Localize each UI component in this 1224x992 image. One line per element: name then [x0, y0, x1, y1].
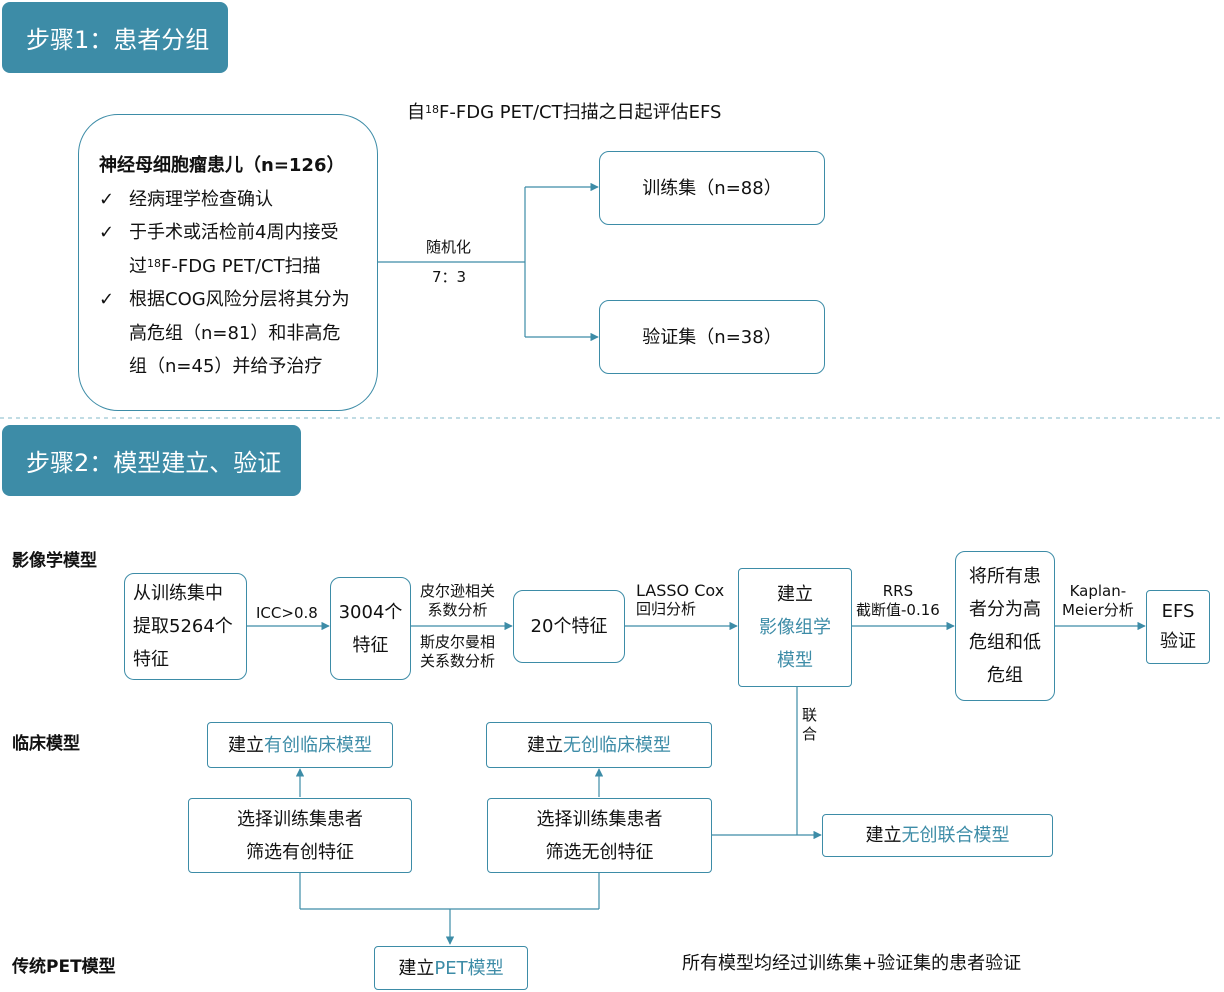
imaging-model-label: 影像学模型	[12, 551, 97, 571]
radiomics-model-box: 建立 影像组学 模型	[738, 568, 852, 687]
select-noninvasive-box: 选择训练集患者 筛选无创特征	[487, 798, 712, 873]
km-label: Kaplan- Meier分析	[1062, 582, 1134, 619]
features-20-box: 20个特征	[513, 590, 625, 663]
criterion-3: ✓ 根据COG风险分层将其分为 高危组（n=81）和非高危 组（n=45）并给予…	[99, 283, 377, 384]
randomize-ratio: 7：3	[432, 268, 467, 286]
check-icon: ✓	[99, 188, 115, 210]
check-icon: ✓	[99, 289, 115, 310]
step1-tab: 步骤1：患者分组	[2, 2, 228, 73]
step2-tab: 步骤2：模型建立、验证	[2, 425, 301, 496]
check-icon: ✓	[99, 222, 115, 243]
patient-criteria-box: 神经母细胞瘤患儿（n=126） ✓ 经病理学检查确认 ✓ 于手术或活检前4周内接…	[78, 114, 378, 411]
step2-label: 步骤2：模型建立、验证	[26, 449, 282, 477]
rrs-label: RRS 截断值-0.16	[856, 582, 940, 619]
train-set-box: 训练集（n=88）	[599, 151, 825, 225]
noninvasive-clinical-model-box: 建立无创临床模型	[486, 722, 712, 768]
criterion-1: ✓ 经病理学检查确认	[99, 183, 377, 217]
stratify-box: 将所有患 者分为高 危组和低 危组	[955, 551, 1055, 701]
extract-features-box: 从训练集中 提取5264个 特征	[124, 573, 247, 680]
step1-label: 步骤1：患者分组	[26, 26, 210, 54]
efs-note: 自18F-FDG PET/CT扫描之日起评估EFS	[407, 102, 722, 123]
lasso-label: LASSO Cox 回归分析	[636, 581, 725, 618]
select-invasive-box: 选择训练集患者 筛选有创特征	[188, 798, 412, 873]
features-3004-box: 3004个 特征	[330, 577, 411, 680]
efs-validation-box: EFS 验证	[1146, 590, 1210, 664]
pet-model-label: 传统PET模型	[12, 957, 116, 977]
combine-label: 联 合	[802, 706, 818, 743]
validation-set-box: 验证集（n=38）	[599, 300, 825, 374]
icc-label: ICC>0.8	[256, 604, 318, 622]
invasive-clinical-model-box: 建立有创临床模型	[207, 722, 393, 768]
footer-note: 所有模型均经过训练集+验证集的患者验证	[682, 953, 1022, 974]
clinical-model-label: 临床模型	[12, 734, 80, 754]
combined-model-box: 建立无创联合模型	[822, 814, 1053, 857]
patient-title: 神经母细胞瘤患儿（n=126）	[99, 155, 345, 176]
randomize-label: 随机化	[426, 238, 472, 256]
spearman-label: 斯皮尔曼相 关系数分析	[420, 633, 496, 670]
criterion-2: ✓ 于手术或活检前4周内接受 过18F-FDG PET/CT扫描	[99, 216, 377, 283]
pearson-label: 皮尔逊相关 系数分析	[420, 582, 496, 619]
